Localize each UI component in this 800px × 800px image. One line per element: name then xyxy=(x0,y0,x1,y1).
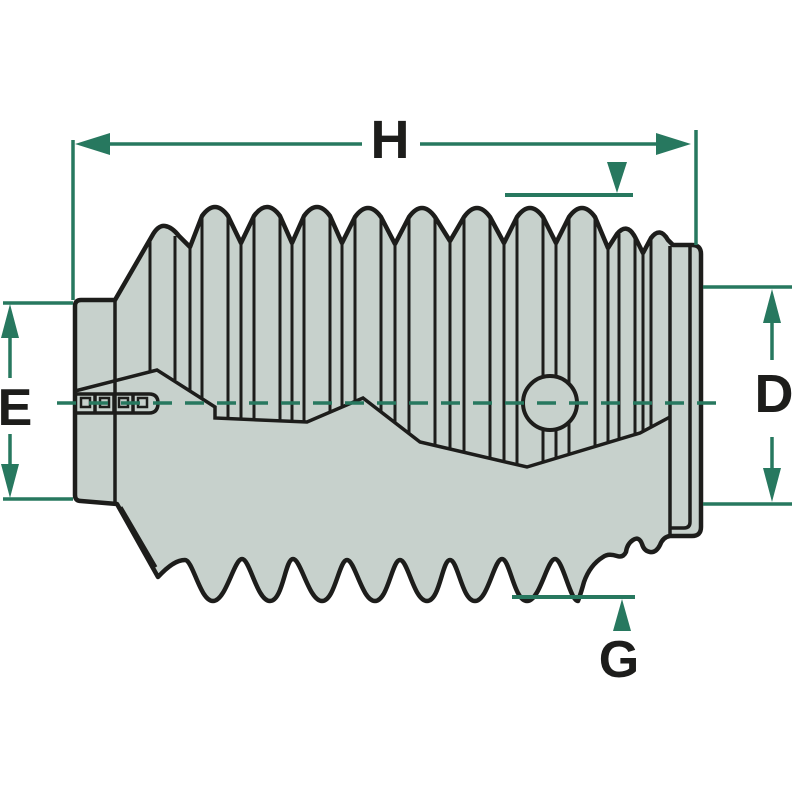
h-arrow-right xyxy=(656,133,691,155)
e-arrow-down xyxy=(1,464,19,498)
large-end-lip-line xyxy=(670,246,692,530)
lower-cone-inner-line xyxy=(119,506,158,568)
g-arrow-up xyxy=(613,599,631,631)
interior-section-line xyxy=(74,368,671,469)
h-arrow-left xyxy=(75,133,110,155)
g-arrow-down xyxy=(607,162,627,193)
h-label: H xyxy=(371,110,410,170)
e-extension-lines xyxy=(3,301,73,501)
bellows-fold-lines xyxy=(148,217,653,464)
dimension-d: D xyxy=(703,285,794,506)
dimension-e: E xyxy=(0,301,73,501)
bellows-part xyxy=(57,204,720,604)
dimension-h: H xyxy=(71,110,698,300)
h-extension-lines xyxy=(71,130,698,300)
e-arrow-up xyxy=(1,304,19,338)
g-label: G xyxy=(599,631,639,689)
d-arrow-down xyxy=(763,468,781,502)
d-label: D xyxy=(755,364,794,424)
groove-band-notches xyxy=(79,396,149,409)
d-extension-lines xyxy=(703,285,792,506)
dimension-g: G xyxy=(505,162,639,689)
d-arrow-up xyxy=(763,289,781,323)
e-label: E xyxy=(0,379,32,437)
